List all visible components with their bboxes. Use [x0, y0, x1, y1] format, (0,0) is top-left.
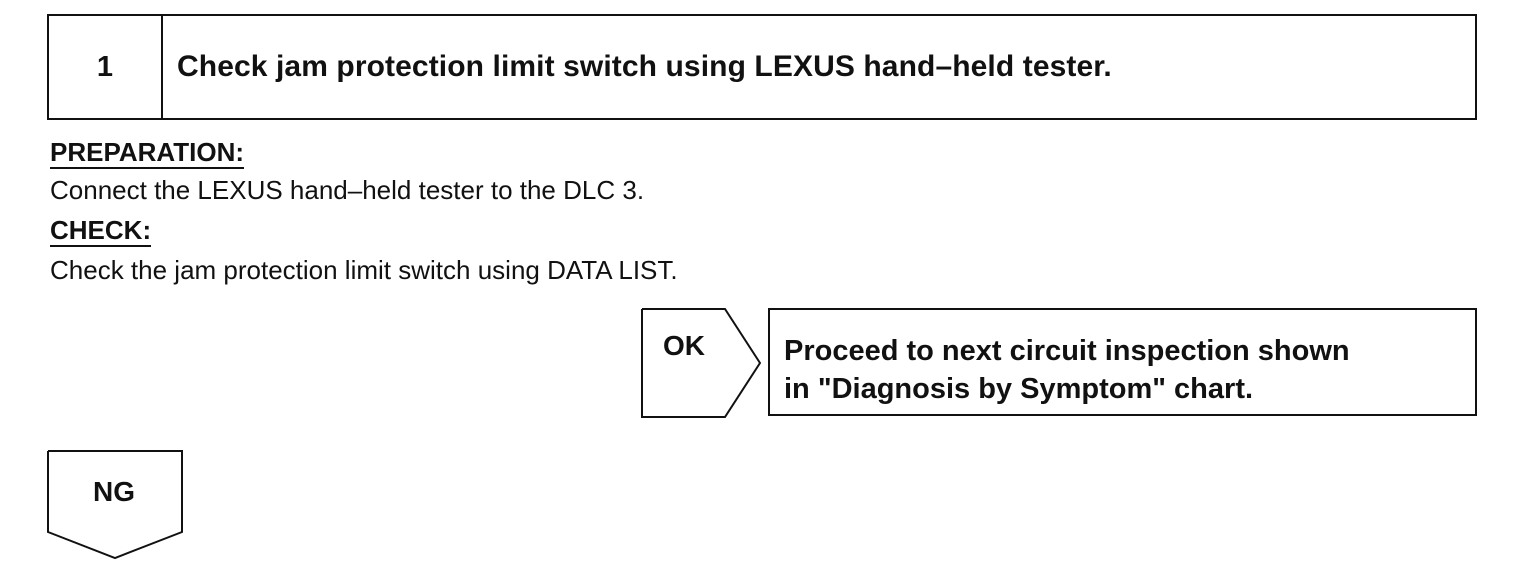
- ok-result-line-1: Proceed to next circuit inspection shown: [784, 335, 1350, 367]
- ok-label: OK: [663, 330, 705, 361]
- check-heading: CHECK:: [50, 215, 152, 247]
- check-text: Check the jam protection limit switch us…: [50, 255, 678, 285]
- preparation-heading: PREPARATION:: [50, 137, 245, 169]
- ng-label: NG: [93, 476, 135, 507]
- ok-result-box: Proceed to next circuit inspection shown…: [768, 308, 1477, 416]
- step-header-box: 1 Check jam protection limit switch usin…: [47, 14, 1477, 120]
- preparation-text: Connect the LEXUS hand–held tester to th…: [50, 175, 645, 205]
- ok-arrow-icon: [641, 308, 761, 418]
- ng-arrow-icon: [47, 450, 183, 560]
- step-number: 1: [49, 16, 163, 118]
- ok-result-line-2: in "Diagnosis by Symptom" chart.: [784, 373, 1254, 405]
- step-title: Check jam protection limit switch using …: [177, 50, 1112, 83]
